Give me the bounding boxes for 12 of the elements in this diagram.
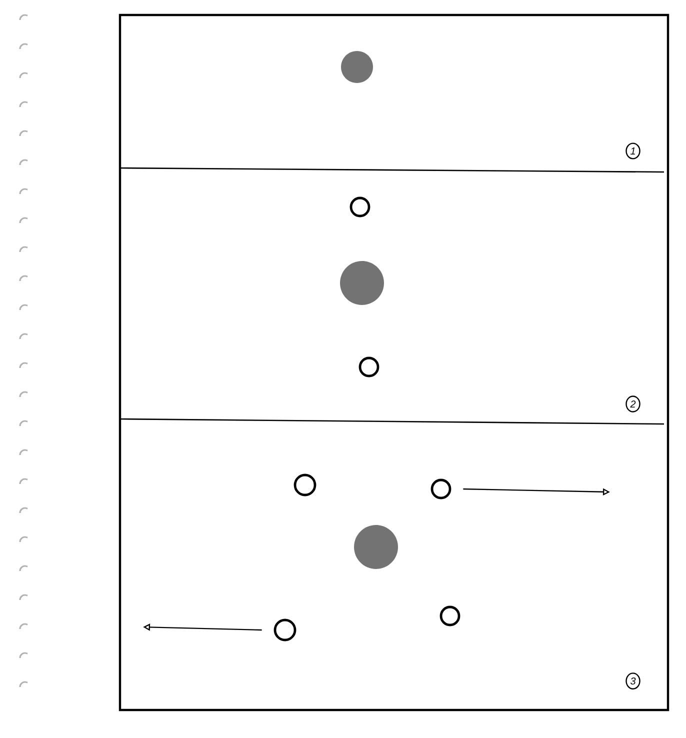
filled-dot <box>354 525 398 569</box>
ring-marker <box>350 196 370 218</box>
ring-marker <box>294 474 316 496</box>
ring-marker <box>440 606 460 626</box>
filled-dot <box>341 51 373 83</box>
filled-dot <box>340 261 384 305</box>
ring-marker <box>430 478 452 500</box>
ring-marker <box>358 356 380 378</box>
circled-number: 3 <box>626 672 640 690</box>
circled-number: 2 <box>626 396 640 412</box>
ring-marker <box>274 618 296 642</box>
circled-number: 1 <box>626 142 640 160</box>
